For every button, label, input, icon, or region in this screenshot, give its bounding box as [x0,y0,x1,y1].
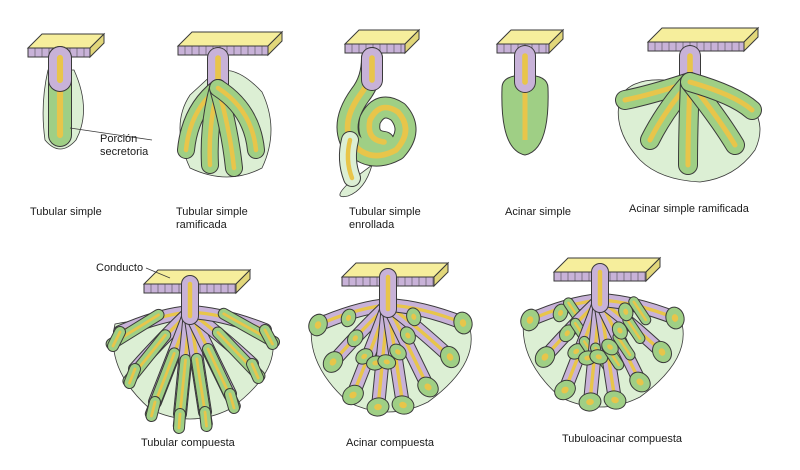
gland-tubular-simple-enrollada [336,28,421,198]
acinus-lumen [349,391,357,399]
acinus-lumen [658,348,666,356]
surface-side [743,26,759,53]
secretory-pointer [69,127,153,141]
tubule-lumen [250,362,260,380]
tubule-lumen [616,335,632,357]
tubule-lumen [228,392,236,410]
secretory-portion-line-2: secretoria [100,146,149,158]
surface-side [433,261,449,288]
surface-side [235,268,251,295]
caption-line: Tubular compuesta [141,437,235,449]
gland-tubular-simple [26,32,106,150]
caption-line: Tubular simple [349,206,421,218]
acinus-lumen [446,353,454,361]
tubule-lumen [177,412,182,430]
surface-side [89,32,105,59]
acinus-lumen [352,335,358,342]
surface-top [646,27,760,43]
tubule-lumen [263,328,274,346]
acinus-lumen [636,378,644,386]
caption-tubular-simple: Tubular simple [30,206,102,219]
acinus-lumen [372,360,379,366]
acinus-lumen [383,359,390,365]
branch-lumen [687,79,755,113]
acinus-lumen [411,313,417,320]
secretory-portion-label: Porción secretoria [100,133,148,159]
caption-line: Tubuloacinar compuesta [562,433,683,445]
caption-line: Tubular simple [176,206,248,218]
caption-tubuloacinar-compuesta: Tubuloacinar compuesta [562,433,682,446]
acinus-lumen [561,386,569,394]
duct-label: Conducto [96,262,144,274]
caption-tubular-simple-enrollada: Tubular simple enrollada [349,206,421,232]
acinus-lumen [607,344,613,350]
gland-acinar-simple [495,28,565,156]
acinus-lumen [405,332,411,339]
acinus-lumen [595,354,602,360]
caption-acinar-simple: Acinar simple [505,206,571,219]
tubule-lumen [111,330,122,348]
acinus-lumen [314,321,322,329]
tubule-lumen [128,367,137,385]
acinus-lumen [573,348,580,355]
branch-lumen [215,85,259,153]
tail-lumen [345,137,355,181]
surface-side [267,30,283,57]
acinus-lumen [617,327,623,334]
caption-tubular-simple-ramificada: Tubular simple ramificada [176,206,248,232]
gland-acinar-compuesta [308,261,473,417]
surface-top [176,31,284,47]
acinus-lumen [395,349,401,355]
tubule-lumen [632,300,648,322]
tubule-lumen [203,410,208,428]
caption-line: Acinar simple [505,206,572,218]
acinus-lumen [586,398,594,406]
acinus-lumen [459,319,467,327]
acinus-lumen [361,353,368,360]
acinus-lumen [399,401,407,409]
acinus-lumen [329,358,337,366]
gland-acinar-simple-ramificada [615,26,762,183]
acinus-lumen [345,314,352,321]
acinus-lumen [611,396,619,404]
secretory-portion-line-1: Porción [100,133,138,145]
surface-side [645,256,661,283]
acinus-lumen [541,353,549,361]
duct-pointer [145,267,171,279]
tubule-lumen [150,400,157,418]
caption-acinar-compuesta: Acinar compuesta [346,437,434,450]
coil-lumen [344,55,409,159]
caption-line: Acinar simple ramificada [629,203,749,215]
acinus-lumen [623,308,629,315]
tubule-lumen [626,319,642,340]
caption-line: Acinar compuesta [346,437,435,449]
caption-line: enrollada [349,219,395,231]
acinus-lumen [584,355,591,361]
acinus-lumen [564,330,570,337]
caption-line: ramificada [176,219,227,231]
acinus-lumen [557,309,564,316]
acinus-lumen [526,316,534,324]
surface-side [548,28,564,55]
caption-tubular-compuesta: Tubular compuesta [141,437,235,450]
gland-tubuloacinar-compuesta [520,256,685,412]
gland-tubular-simple-ramificada [176,30,284,178]
surface-side [404,28,420,55]
caption-acinar-simple-ramificada: Acinar simple ramificada [629,203,749,216]
gland-tubular-compuesta [105,268,280,434]
acinus-lumen [374,403,382,411]
caption-line: Tubular simple [30,206,102,218]
label-pointers [69,127,171,279]
acinus-lumen [424,383,432,391]
acinus-lumen [671,314,679,322]
